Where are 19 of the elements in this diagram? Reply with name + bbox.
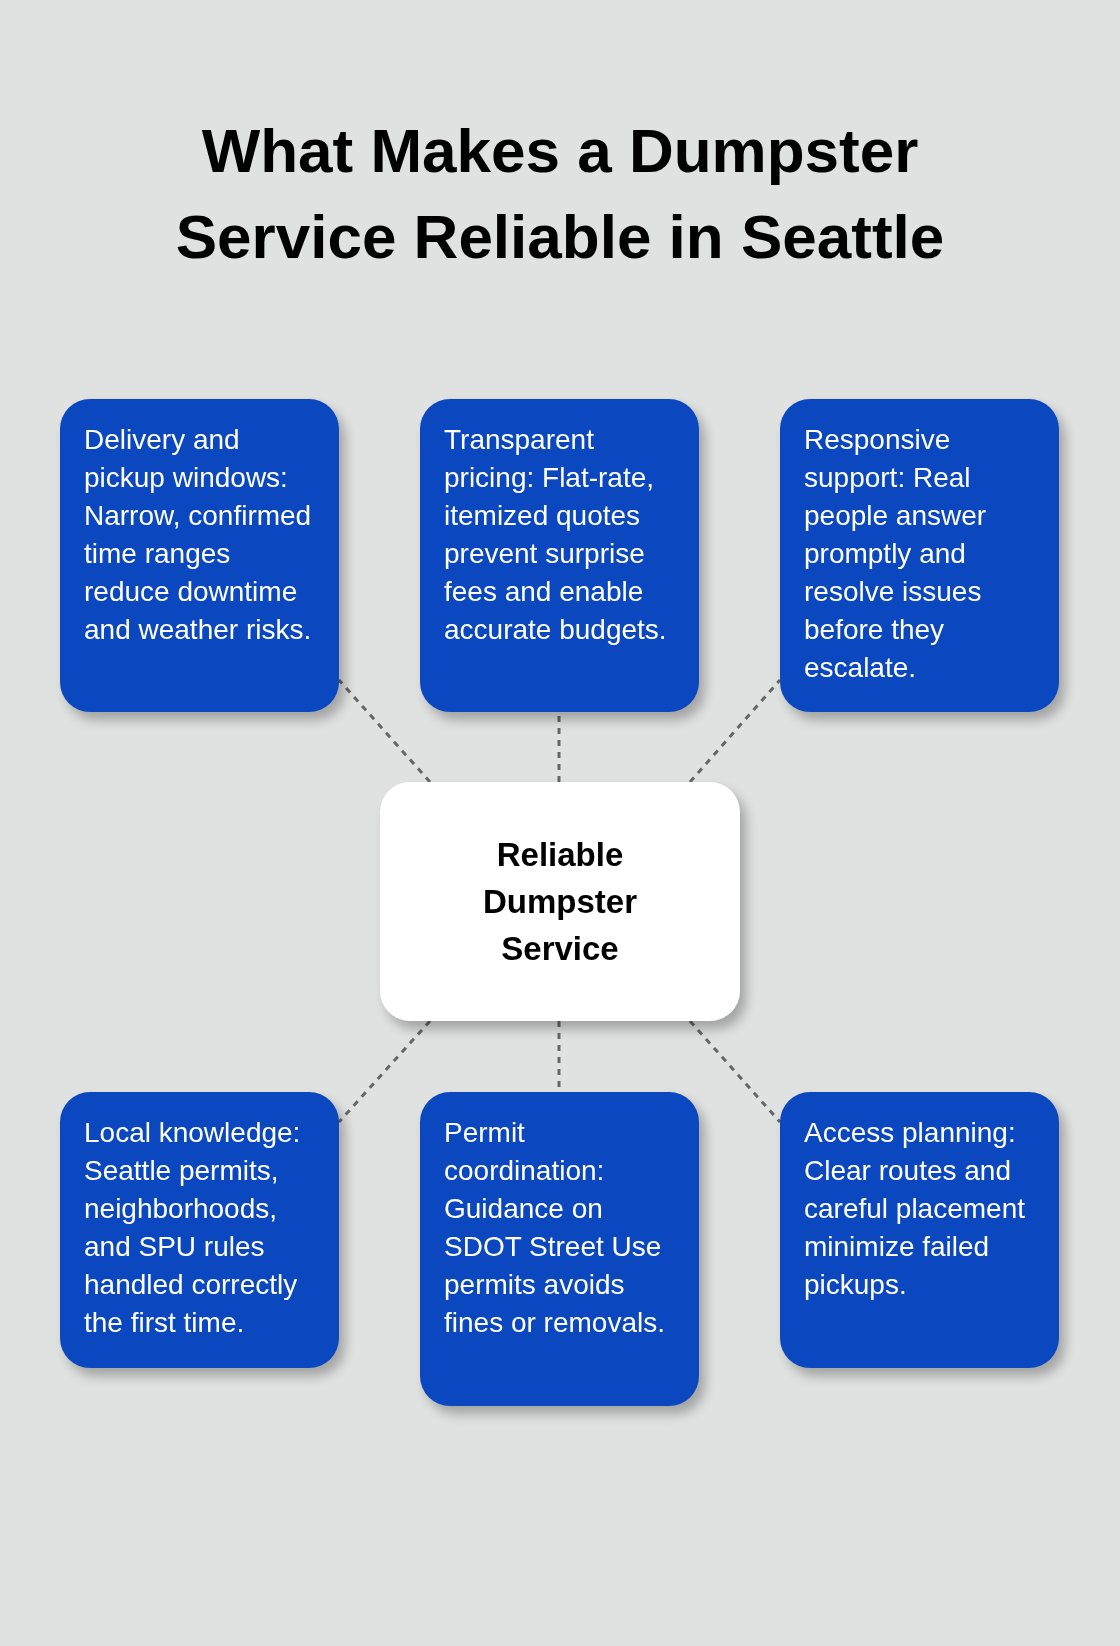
- hub-card: [380, 782, 740, 1021]
- info-card: [780, 1092, 1059, 1368]
- info-card: [60, 399, 339, 712]
- dashed-connector: [337, 679, 432, 783]
- hub-label: Reliable Dumpster Service: [482, 835, 638, 969]
- card-text: Access planning: Clear routes and careful placement minimize failed pickups.: [804, 1116, 1026, 1302]
- card-text: Permit coordination: Guidance on SDOT Street Use permits avoids fines or removals.: [444, 1116, 666, 1340]
- info-card: [780, 399, 1059, 712]
- title: What Makes a Dumpster Service Reliable in Seattle: [174, 115, 946, 273]
- info-card: [420, 1092, 699, 1406]
- info-card: [420, 399, 699, 712]
- dashed-connector: [688, 1020, 782, 1123]
- card-text: Delivery and pickup windows: Narrow, confirmed time ranges reduce downtime and weather risks.: [84, 423, 313, 647]
- card-text: Responsive support: Real people answer promptly and resolve issues before they escalate.: [804, 423, 988, 685]
- card-text: Local knowledge: Seattle permits, neighborhoods, and SPU rules handled correctly the first time.: [84, 1116, 302, 1340]
- card-text: Transparent pricing: Flat-rate, itemized quotes prevent surprise fees and enable accurate budgets.: [444, 423, 668, 647]
- dashed-connector: [337, 1020, 432, 1123]
- dashed-connector: [688, 679, 782, 783]
- info-card: [60, 1092, 339, 1368]
